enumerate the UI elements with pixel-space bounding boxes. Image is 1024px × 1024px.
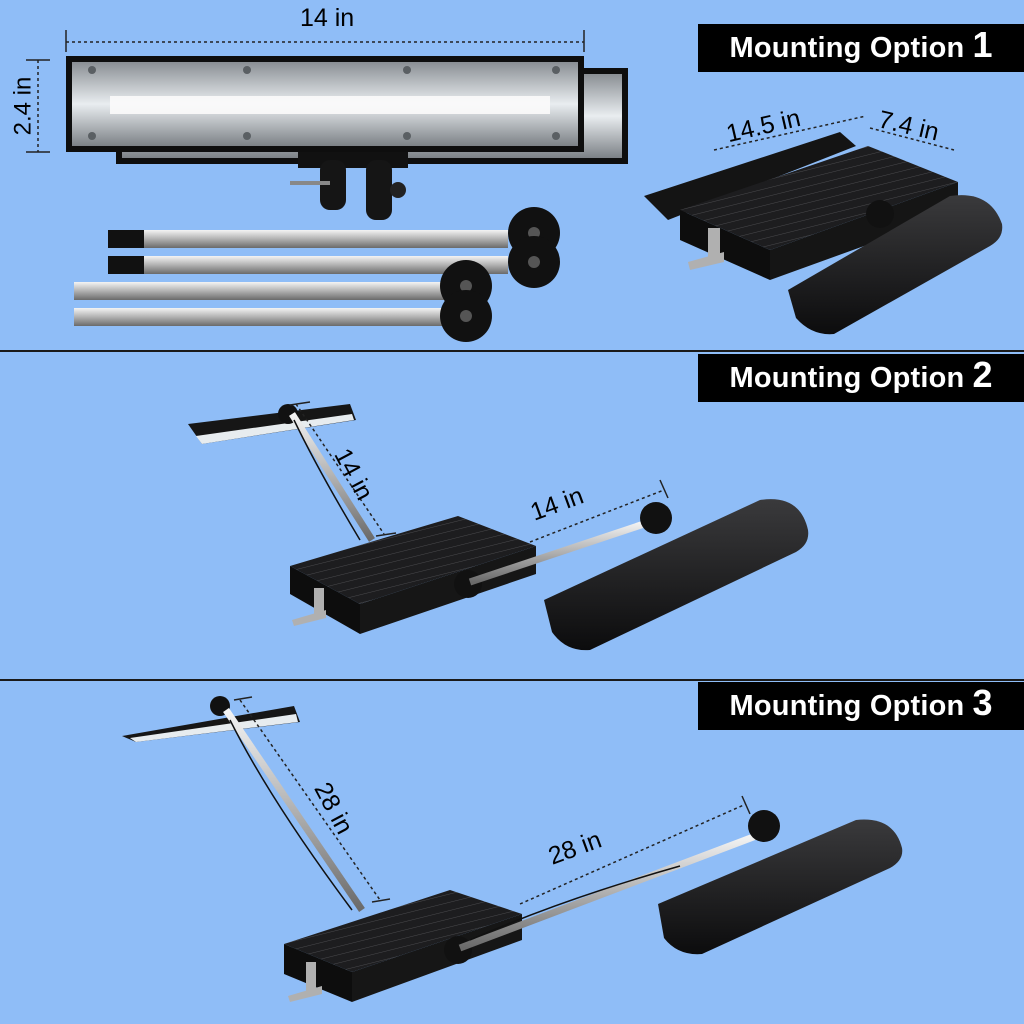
mounting-option-3-number: 3 — [972, 682, 993, 723]
panel-width-label: 14 in — [300, 4, 355, 32]
mounting-option-2-number: 2 — [972, 354, 993, 395]
mounting-option-3-badge: Mounting Option 3 — [698, 682, 1024, 730]
section-divider-2 — [0, 679, 1024, 681]
mounting-option-2-badge: Mounting Option 2 — [698, 354, 1024, 402]
mounting-option-1-label: Mounting Option — [729, 32, 965, 64]
mounting-option-3-label: Mounting Option — [729, 690, 965, 722]
panel-height-label: 2.4 in — [9, 76, 37, 136]
mounting-option-2-label: Mounting Option — [729, 362, 965, 394]
mounting-option-1-number: 1 — [972, 24, 993, 65]
section-divider-1 — [0, 350, 1024, 352]
mounting-option-1-badge: Mounting Option 1 — [698, 24, 1024, 72]
